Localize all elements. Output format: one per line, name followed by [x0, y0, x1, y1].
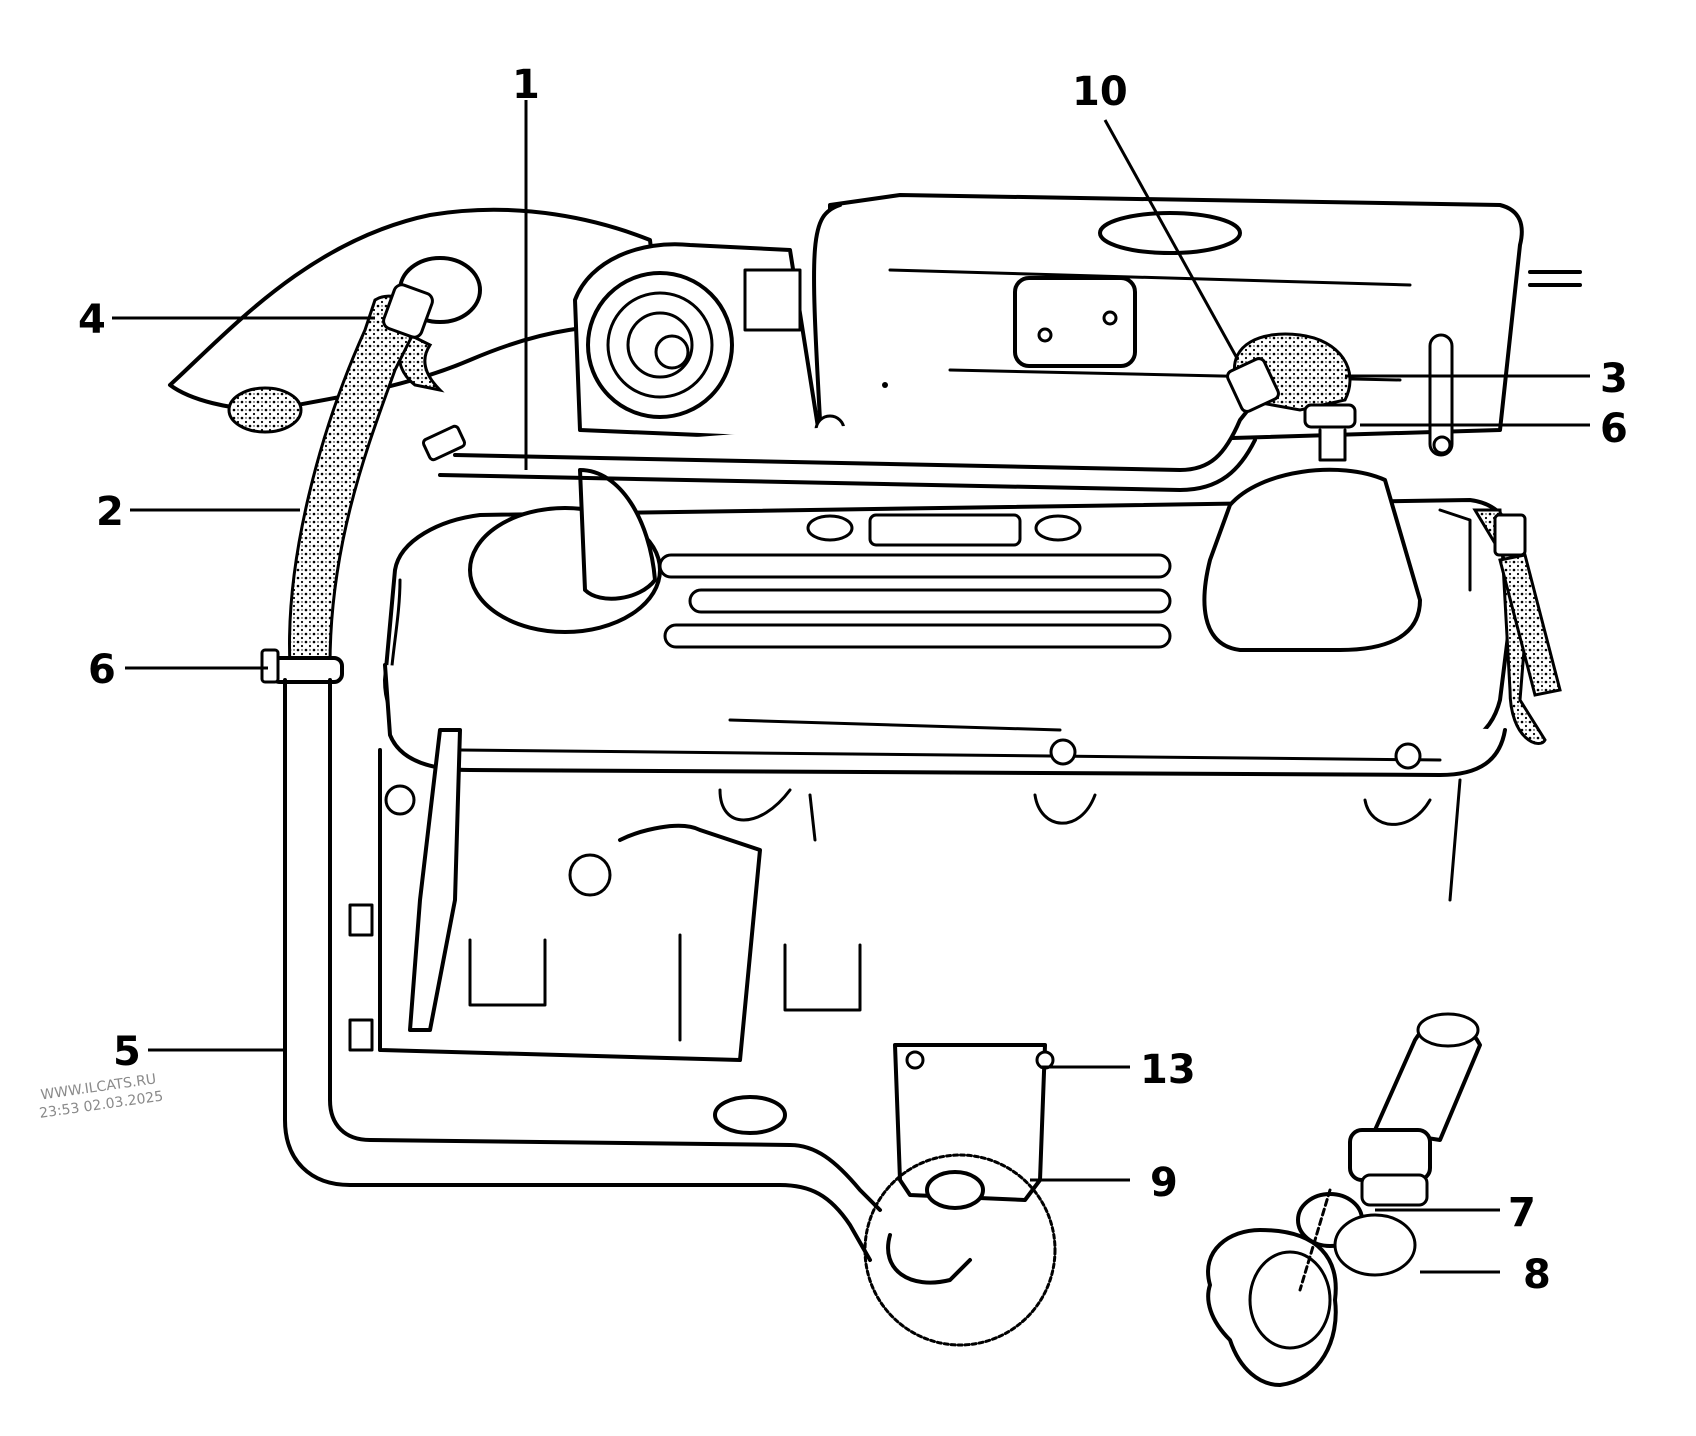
- pcv-hose-3: [1226, 332, 1454, 462]
- breather-pipe-5: [283, 678, 882, 1262]
- callout-1: 1: [512, 62, 540, 108]
- right-side-hoses: [1438, 508, 1562, 745]
- breather-hose-2: [288, 283, 434, 667]
- callout-4: 4: [78, 297, 106, 343]
- callout-6-right: 6: [1600, 406, 1628, 452]
- leader-10: [1103, 119, 1240, 361]
- breather-pipe-1: [397, 333, 1262, 492]
- callout-2: 2: [96, 489, 124, 535]
- callout-labels: 1 10 4 2 6 5 3 6 13 9 7 8: [78, 62, 1628, 1298]
- leader-lines: [112, 100, 1590, 1274]
- callout-3: 3: [1600, 356, 1628, 402]
- pcv-valve-exploded: [1206, 1012, 1482, 1387]
- callout-9: 9: [1150, 1160, 1178, 1206]
- oil-separator: [713, 1043, 1057, 1347]
- callout-6-left: 6: [88, 647, 116, 693]
- engine-block: [348, 728, 1462, 1062]
- callout-8: 8: [1523, 1252, 1551, 1298]
- callout-13: 13: [1140, 1047, 1196, 1093]
- callout-7: 7: [1508, 1190, 1536, 1236]
- hose-clamp-6-left: [260, 648, 344, 684]
- valve-cover: [383, 467, 1519, 777]
- callout-10: 10: [1072, 69, 1128, 115]
- callout-5: 5: [113, 1029, 141, 1075]
- watermark: WWW.ILCATS.RU 23:53 02.03.2025: [38, 1071, 164, 1121]
- throttle-drum: [573, 242, 846, 446]
